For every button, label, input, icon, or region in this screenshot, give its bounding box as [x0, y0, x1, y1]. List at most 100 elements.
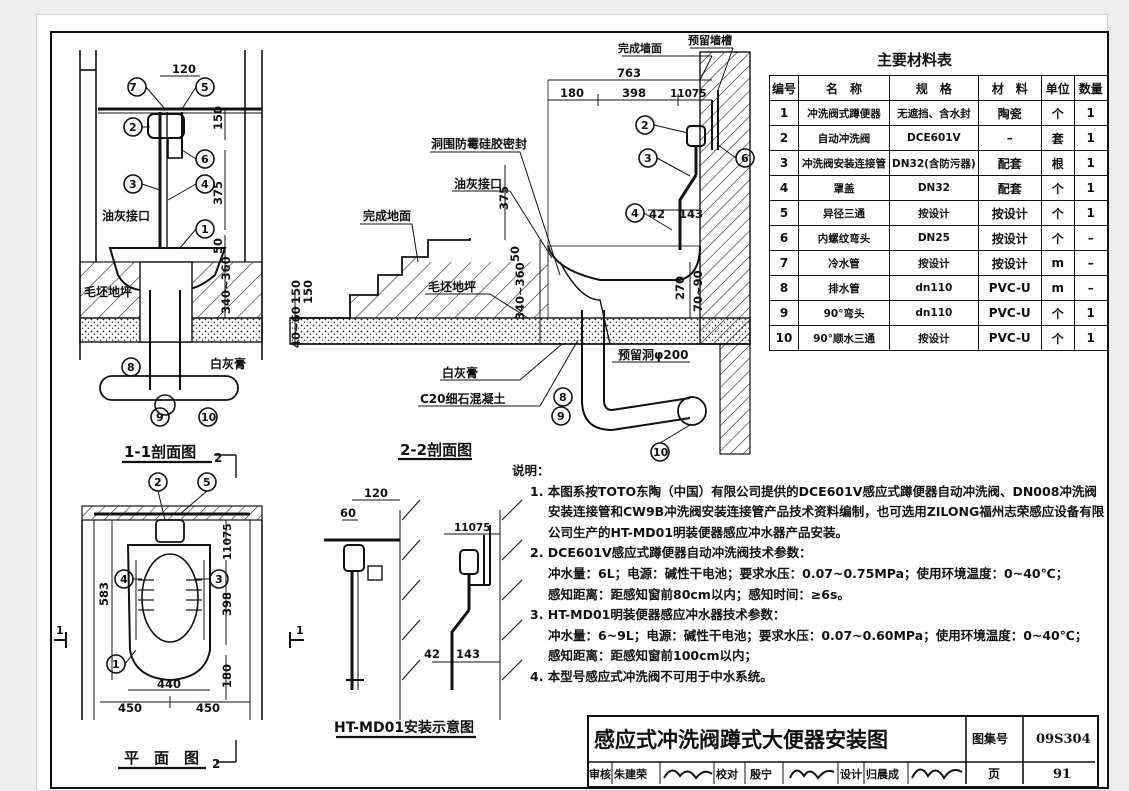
title-block-text: 感应式冲洗阀蹲式大便器安装图 图集号 09S304 页 91 审核 朱建荣 校对…	[589, 728, 1091, 782]
col-header: 编号	[768, 75, 800, 101]
svg-text:91: 91	[1053, 767, 1071, 782]
svg-text:150: 150	[211, 106, 225, 130]
svg-text:270: 270	[673, 276, 687, 300]
svg-text:40~60: 40~60	[289, 306, 303, 348]
svg-text:平 面 图: 平 面 图	[124, 749, 199, 767]
svg-text:398: 398	[220, 592, 234, 616]
table-cell: 5	[768, 200, 800, 226]
svg-text:340~360: 340~360	[513, 262, 527, 320]
svg-text:4: 4	[201, 178, 209, 191]
table-cell: 4	[768, 175, 800, 201]
svg-text:340~360: 340~360	[219, 256, 233, 314]
table-cell: 个	[1040, 300, 1075, 326]
table-cell: 90°顺水三通	[798, 325, 891, 351]
svg-text:763: 763	[617, 66, 641, 80]
table-cell: 1	[1073, 150, 1108, 176]
table-cell: dn110	[889, 300, 979, 326]
title-block	[587, 715, 1099, 788]
svg-text:毛坯地坪: 毛坯地坪	[428, 279, 476, 294]
table-cell: DCE601V	[889, 125, 979, 151]
svg-text:3: 3	[644, 152, 652, 165]
table-cell: PVC-U	[977, 325, 1042, 351]
svg-text:4: 4	[120, 573, 128, 586]
svg-text:2: 2	[212, 757, 220, 771]
table-cell: 配套	[977, 175, 1042, 201]
note-line: 感知距离：距感知窗前80cm以内；感知时间：≥6s。	[548, 586, 850, 602]
table-cell: 2	[768, 125, 800, 151]
svg-text:143: 143	[456, 647, 480, 661]
note-line: 感知距离：距感知窗前100cm以内；	[548, 648, 758, 664]
section-1-1	[79, 50, 263, 478]
svg-text:6: 6	[201, 153, 209, 166]
svg-text:C20细石混凝土: C20细石混凝土	[420, 391, 506, 406]
svg-text:375: 375	[497, 186, 511, 210]
table-cell: 个	[1040, 225, 1075, 251]
svg-text:审核: 审核	[589, 767, 611, 781]
note-line: 1. 本图系按TOTO东陶（中国）有限公司提供的DCE601V感应式蹲便器自动冲…	[530, 483, 1097, 499]
svg-text:375: 375	[211, 181, 225, 205]
col-header: 规 格	[889, 75, 979, 101]
table-cell: 按设计	[889, 200, 979, 226]
table-cell: PVC-U	[977, 300, 1042, 326]
svg-text:2: 2	[154, 476, 162, 489]
notes-heading: 说明：	[512, 463, 550, 478]
svg-text:HT-MD01安装示意图: HT-MD01安装示意图	[334, 719, 474, 736]
col-header: 数量	[1073, 75, 1108, 101]
table-cell: 9	[768, 300, 800, 326]
svg-text:油灰接口: 油灰接口	[102, 208, 150, 223]
svg-text:页: 页	[988, 767, 1000, 781]
svg-text:1: 1	[296, 624, 304, 637]
table-cell: 个	[1040, 325, 1075, 351]
svg-text:150: 150	[301, 280, 315, 304]
svg-text:120: 120	[172, 62, 196, 76]
svg-text:11075: 11075	[670, 88, 707, 100]
table-cell: 配套	[977, 150, 1042, 176]
table-cell: DN25	[889, 225, 979, 251]
table-cell: 冲洗阀安装连接管	[798, 150, 891, 176]
svg-text:校对: 校对	[716, 767, 738, 781]
col-header: 单位	[1040, 75, 1075, 101]
table-cell: 1	[1073, 200, 1108, 226]
table-cell: 8	[768, 275, 800, 301]
svg-text:预留洞φ200: 预留洞φ200	[618, 347, 688, 362]
svg-text:180: 180	[560, 86, 584, 100]
table-cell: DN32(含防污器)	[889, 150, 979, 176]
svg-text:1-1剖面图: 1-1剖面图	[124, 443, 196, 461]
svg-text:11075: 11075	[222, 523, 234, 560]
svg-text:10: 10	[201, 411, 217, 424]
note-line: 2. DCE601V感应式蹲便器自动冲洗阀技术参数：	[530, 545, 812, 561]
table-cell: –	[1073, 225, 1108, 251]
table-cell: 按设计	[977, 225, 1042, 251]
svg-text:殷宁: 殷宁	[750, 767, 772, 781]
note-line: 冲水量：6~9L；电源：碱性干电池；要求水压：0.07~0.60MPa；使用环境…	[548, 627, 1088, 643]
table-cell: 90°弯头	[798, 300, 891, 326]
svg-text:毛坯地坪: 毛坯地坪	[84, 284, 132, 299]
svg-text:450: 450	[118, 701, 142, 715]
svg-text:60: 60	[340, 506, 356, 520]
table-cell: 按设计	[977, 250, 1042, 276]
svg-text:09S304: 09S304	[1036, 732, 1091, 747]
svg-text:9: 9	[557, 410, 565, 423]
svg-text:180: 180	[220, 664, 234, 688]
svg-text:3: 3	[129, 178, 137, 191]
svg-text:图集号: 图集号	[972, 731, 1008, 746]
notes: 说明： 1. 本图系按TOTO东陶（中国）有限公司提供的DCE601V感应式蹲便…	[512, 461, 1104, 688]
svg-text:感应式冲洗阀蹲式大便器安装图: 感应式冲洗阀蹲式大便器安装图	[594, 728, 888, 752]
svg-text:8: 8	[127, 361, 135, 374]
svg-text:白灰膏: 白灰膏	[442, 365, 478, 380]
svg-text:4: 4	[631, 207, 639, 220]
svg-text:42: 42	[424, 647, 440, 661]
svg-text:398: 398	[622, 86, 646, 100]
table-cell: 根	[1040, 150, 1075, 176]
svg-text:143: 143	[679, 207, 703, 221]
table-cell: 1	[768, 100, 800, 126]
section-1-1-text: 120 150 375 50 340~360 7 5 2 6 3 4 1 8 9…	[84, 62, 246, 465]
svg-text:50: 50	[211, 238, 225, 254]
